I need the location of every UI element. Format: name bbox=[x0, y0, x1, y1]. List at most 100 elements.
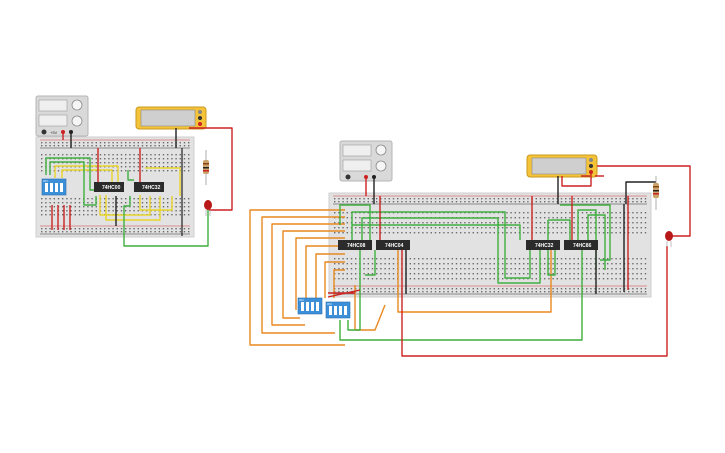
right-chip-3[interactable]: 74HC32 bbox=[526, 240, 560, 250]
breadboard-hole bbox=[405, 201, 407, 203]
breadboard-hole bbox=[150, 231, 152, 233]
breadboard-hole bbox=[430, 288, 432, 290]
breadboard-hole bbox=[66, 202, 68, 204]
breadboard-hole bbox=[451, 201, 453, 203]
breadboard-hole bbox=[162, 231, 165, 233]
breadboard-hole bbox=[409, 232, 411, 234]
breadboard-hole bbox=[409, 263, 411, 265]
left-multimeter[interactable] bbox=[135, 106, 207, 130]
breadboard-hole bbox=[137, 231, 139, 233]
left-power-supply[interactable]: +5V bbox=[35, 95, 89, 137]
breadboard-hole bbox=[586, 268, 588, 270]
breadboard-hole bbox=[45, 202, 47, 204]
breadboard-hole bbox=[346, 232, 348, 234]
breadboard-hole bbox=[78, 202, 81, 204]
breadboard-hole bbox=[91, 145, 93, 147]
breadboard-hole bbox=[447, 263, 449, 265]
breadboard-hole bbox=[430, 227, 432, 229]
breadboard-hole bbox=[141, 170, 144, 172]
breadboard-hole bbox=[141, 231, 144, 233]
breadboard-hole bbox=[506, 291, 508, 293]
breadboard-hole bbox=[619, 273, 621, 275]
breadboard-hole bbox=[586, 288, 588, 290]
left-chip-2[interactable]: 74HC32 bbox=[134, 182, 164, 192]
breadboard-hole bbox=[619, 258, 621, 260]
breadboard-hole bbox=[565, 291, 567, 293]
breadboard-hole bbox=[74, 142, 76, 144]
breadboard-hole bbox=[539, 201, 542, 203]
left-dip-switch[interactable]: ON bbox=[41, 178, 67, 196]
breadboard-hole bbox=[531, 258, 533, 260]
breadboard-hole bbox=[188, 158, 190, 160]
breadboard-hole bbox=[150, 166, 152, 168]
breadboard-hole bbox=[598, 222, 600, 224]
right-dip-switch-1[interactable]: ON bbox=[297, 297, 323, 315]
breadboard-hole bbox=[460, 288, 462, 290]
breadboard-hole bbox=[334, 258, 336, 260]
breadboard-hole bbox=[120, 198, 123, 200]
breadboard-hole bbox=[552, 227, 554, 229]
left-led[interactable] bbox=[204, 200, 212, 216]
breadboard-hole bbox=[523, 232, 525, 234]
breadboard-hole bbox=[70, 202, 72, 204]
breadboard-hole bbox=[523, 258, 525, 260]
breadboard-hole bbox=[468, 227, 470, 229]
breadboard-hole bbox=[485, 278, 487, 280]
breadboard-hole bbox=[87, 142, 89, 144]
left-power-supply-label: +5V bbox=[50, 130, 58, 135]
left-resistor[interactable] bbox=[203, 150, 209, 185]
breadboard-hole bbox=[158, 166, 160, 168]
breadboard-hole bbox=[146, 158, 148, 160]
right-dip-switch-2[interactable]: ON bbox=[325, 301, 351, 319]
breadboard-hole bbox=[455, 201, 458, 203]
right-chip-4[interactable]: 74HC86 bbox=[564, 240, 598, 250]
breadboard-hole bbox=[376, 222, 378, 224]
breadboard-hole bbox=[183, 162, 186, 164]
breadboard-hole bbox=[346, 201, 348, 203]
breadboard-hole bbox=[83, 214, 85, 216]
breadboard-hole bbox=[527, 268, 529, 270]
right-power-supply[interactable] bbox=[339, 140, 393, 182]
breadboard-hole bbox=[489, 263, 491, 265]
breadboard-hole bbox=[137, 166, 139, 168]
breadboard-hole bbox=[632, 212, 634, 214]
right-resistor[interactable] bbox=[653, 176, 659, 210]
breadboard-hole bbox=[422, 227, 424, 229]
breadboard-hole bbox=[137, 228, 139, 230]
breadboard-hole bbox=[510, 198, 512, 200]
breadboard-hole bbox=[560, 268, 563, 270]
breadboard-hole bbox=[146, 198, 148, 200]
breadboard-hole bbox=[535, 217, 537, 219]
breadboard-hole bbox=[87, 154, 89, 156]
breadboard-hole bbox=[455, 273, 458, 275]
breadboard-hole bbox=[162, 154, 165, 156]
breadboard-hole bbox=[388, 201, 390, 203]
breadboard-hole bbox=[91, 162, 93, 164]
breadboard-hole bbox=[552, 217, 554, 219]
right-led[interactable] bbox=[665, 231, 673, 247]
breadboard-hole bbox=[577, 268, 579, 270]
breadboard-hole bbox=[460, 201, 462, 203]
breadboard-hole bbox=[171, 142, 173, 144]
breadboard-hole bbox=[439, 201, 441, 203]
breadboard-hole bbox=[455, 232, 458, 234]
left-chip-1[interactable]: 74HC00 bbox=[94, 182, 124, 192]
breadboard-hole bbox=[355, 232, 357, 234]
breadboard-hole bbox=[141, 166, 144, 168]
right-chip-2[interactable]: 74HC04 bbox=[376, 240, 410, 250]
breadboard-hole bbox=[171, 158, 173, 160]
breadboard-hole bbox=[489, 198, 491, 200]
breadboard-hole bbox=[175, 158, 177, 160]
right-chip-1[interactable]: 74HC08 bbox=[338, 240, 372, 250]
right-multimeter[interactable] bbox=[526, 154, 598, 178]
breadboard-hole bbox=[409, 268, 411, 270]
breadboard-hole bbox=[548, 263, 550, 265]
breadboard-hole bbox=[527, 212, 529, 214]
breadboard-hole bbox=[518, 222, 521, 224]
breadboard-hole bbox=[179, 166, 181, 168]
breadboard-hole bbox=[83, 228, 85, 230]
breadboard-hole bbox=[45, 210, 47, 212]
breadboard-hole bbox=[485, 198, 487, 200]
breadboard-hole bbox=[598, 291, 600, 293]
breadboard-hole bbox=[602, 258, 605, 260]
